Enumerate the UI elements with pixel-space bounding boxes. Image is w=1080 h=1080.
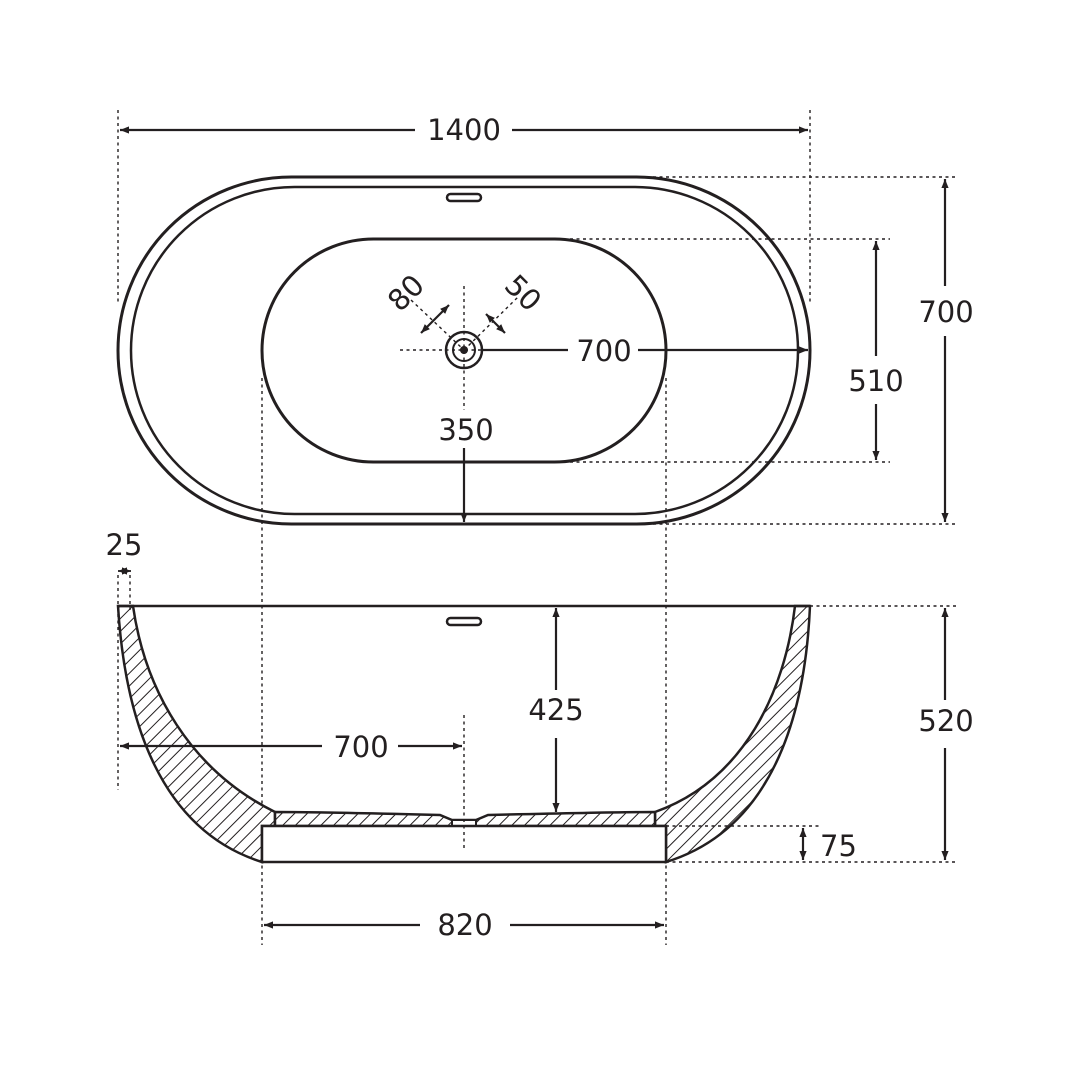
drain-diag-a xyxy=(410,299,465,351)
dim-base-width: 820 xyxy=(437,908,492,942)
left-wall-section xyxy=(116,604,277,864)
dim-drain-offset-a: 80 xyxy=(381,268,431,318)
dim-50-line xyxy=(485,313,506,334)
dim-drain-to-side: 350 xyxy=(438,413,493,447)
base-plinth xyxy=(260,824,668,864)
tub-outer-rim xyxy=(116,175,812,526)
dim-wall-thickness: 25 xyxy=(106,528,143,562)
side-view: 25 425 520 700 75 820 xyxy=(106,528,974,942)
dim-height: 520 xyxy=(918,704,973,738)
dim-base-height: 75 xyxy=(820,829,857,863)
right-wall-section xyxy=(653,604,812,864)
dim-drain-offset-b: 50 xyxy=(498,268,548,318)
dim-inner-width: 510 xyxy=(848,364,903,398)
dim-overall-length: 1400 xyxy=(427,113,501,147)
dim-drain-to-end: 700 xyxy=(576,334,631,368)
overflow-slot xyxy=(445,192,483,203)
dim-drain-position: 700 xyxy=(333,730,388,764)
overflow-slot-side xyxy=(445,616,483,627)
top-view: 1400 700 510 700 350 80 50 xyxy=(116,110,974,526)
dim-overall-width: 700 xyxy=(918,295,973,329)
dim-depth: 425 xyxy=(528,693,583,727)
dim-80-line xyxy=(420,304,450,334)
